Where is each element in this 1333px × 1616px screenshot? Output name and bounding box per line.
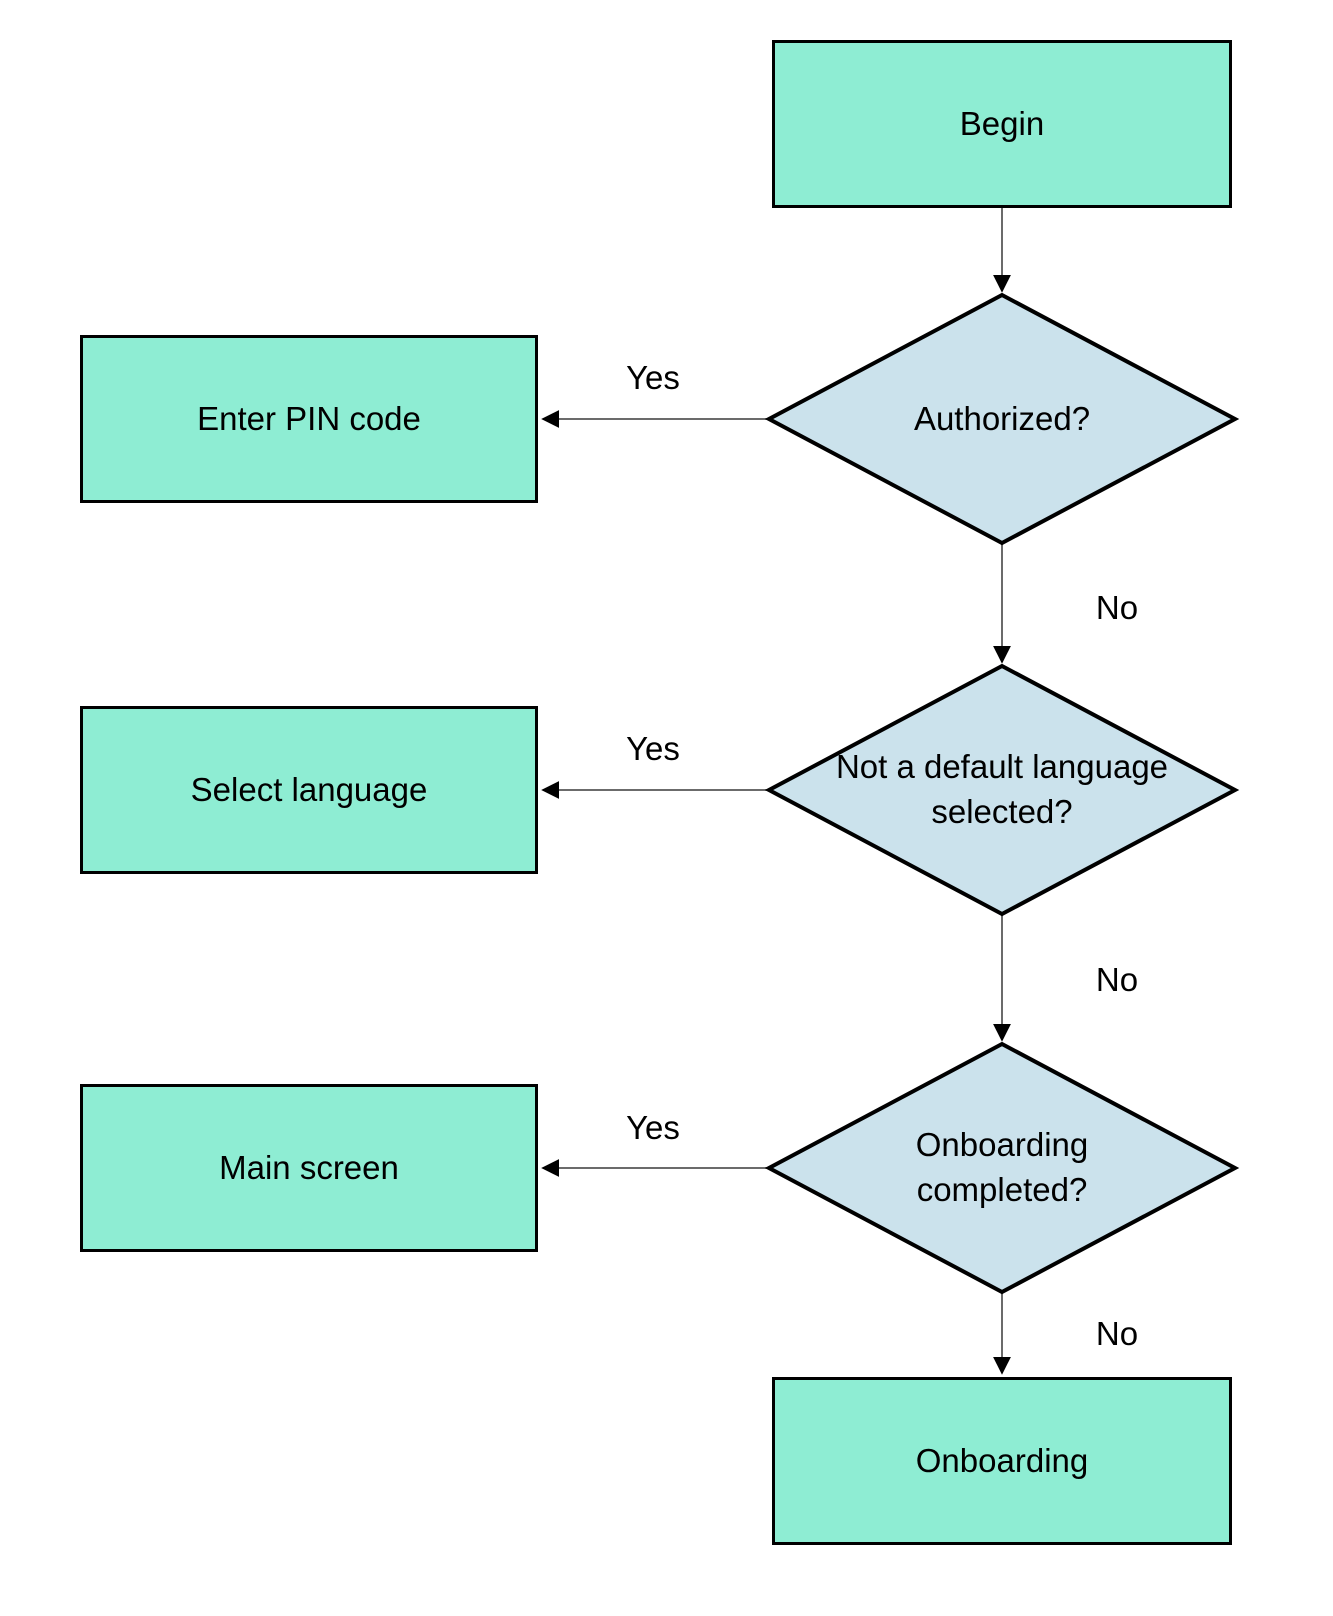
node-onboarding-label: Onboarding bbox=[915, 1441, 1089, 1479]
language-check-diamond-shape bbox=[764, 663, 1240, 917]
edge-label-authorized-no: No bbox=[1095, 589, 1139, 626]
node-enter-pin-code-label: Enter PIN code bbox=[197, 399, 421, 437]
node-main-screen: Main screen bbox=[80, 1084, 538, 1252]
node-main-screen-label: Main screen bbox=[219, 1148, 399, 1186]
node-begin-label: Begin bbox=[959, 104, 1045, 142]
node-onboarding: Onboarding bbox=[772, 1377, 1232, 1545]
onboarding-check-diamond-shape bbox=[764, 1041, 1240, 1295]
node-select-language-label: Select language bbox=[190, 770, 428, 808]
node-enter-pin-code: Enter PIN code bbox=[80, 335, 538, 503]
edge-label-authorized-yes: Yes bbox=[626, 359, 680, 396]
edge-label-language-no: No bbox=[1095, 961, 1139, 998]
authorized-diamond-shape bbox=[764, 292, 1240, 546]
node-select-language: Select language bbox=[80, 706, 538, 874]
node-begin: Begin bbox=[772, 40, 1232, 208]
edge-label-language-yes: Yes bbox=[626, 730, 680, 767]
edge-label-onboarding-no: No bbox=[1095, 1315, 1139, 1352]
edge-label-onboarding-yes: Yes bbox=[626, 1109, 680, 1146]
